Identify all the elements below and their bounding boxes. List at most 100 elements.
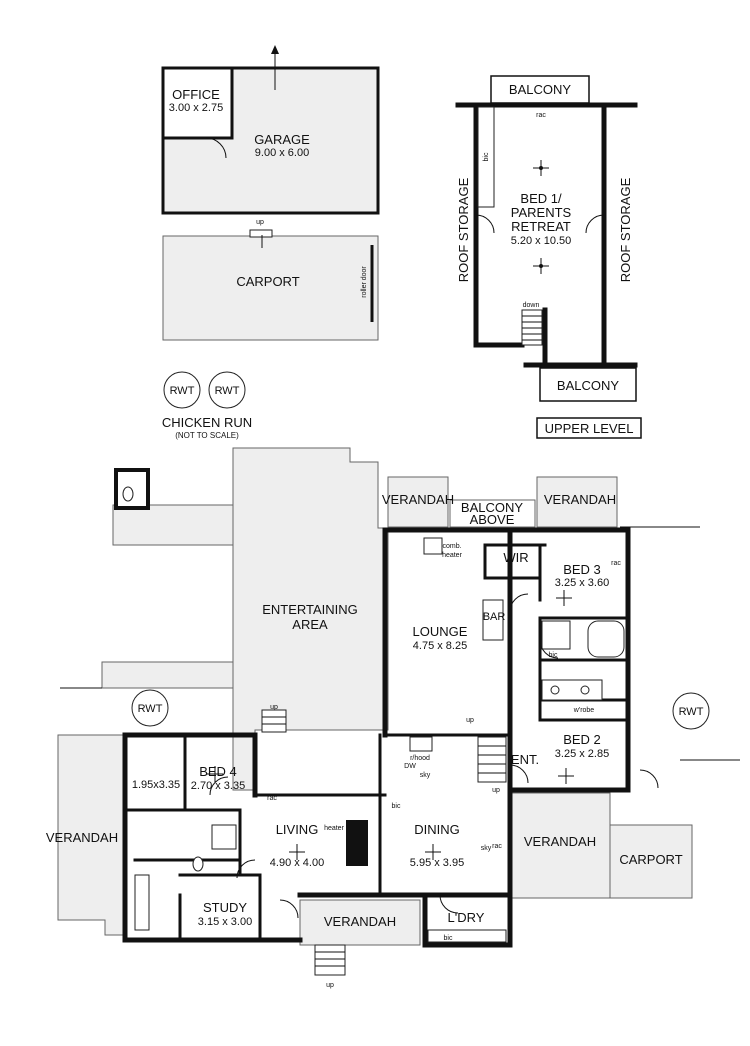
dining-dim: 5.95 x 3.95 bbox=[410, 857, 464, 869]
dw-label: DW bbox=[404, 763, 416, 770]
comb-heater-label-2: heater bbox=[442, 552, 463, 559]
upper-door-swing bbox=[475, 214, 495, 234]
front-steps bbox=[314, 944, 346, 976]
balcony-top bbox=[490, 75, 590, 104]
roof-storage-right: ROOF STORAGE bbox=[618, 177, 633, 282]
bath-icon bbox=[587, 620, 625, 658]
sink-icon bbox=[550, 685, 560, 695]
chicken-path bbox=[112, 504, 234, 546]
heater-block bbox=[346, 820, 368, 866]
rhood-label: r/hood bbox=[410, 755, 430, 762]
ground-paved bbox=[57, 447, 740, 976]
study-label: STUDY bbox=[203, 900, 247, 915]
toilet-icon bbox=[122, 486, 134, 502]
not-to-scale-label: (NOT TO SCALE) bbox=[175, 431, 239, 440]
verandah-top-left-label: VERANDAH bbox=[382, 492, 454, 507]
ceiling-fan-icon bbox=[289, 844, 305, 860]
comb-heater-label-1: comb. bbox=[442, 543, 461, 550]
ceiling-fan-icon bbox=[207, 766, 223, 782]
interior-stairs bbox=[477, 736, 507, 783]
door-swing bbox=[236, 859, 256, 879]
ldry-bic-label: bic bbox=[444, 935, 453, 942]
upper-stairs bbox=[521, 309, 543, 346]
office-room bbox=[161, 66, 234, 140]
bed1-label-line3: RETREAT bbox=[511, 219, 571, 234]
balcony-above bbox=[449, 499, 536, 528]
wrobe-label: w'robe bbox=[573, 707, 595, 714]
bed3-label: BED 3 bbox=[563, 562, 601, 577]
ceiling-fan-icon bbox=[533, 258, 549, 274]
room-dim: 1.95x3.35 bbox=[132, 779, 180, 791]
rwt-tank-2 bbox=[208, 371, 246, 409]
verandah-right-label: VERANDAH bbox=[524, 834, 596, 849]
office-label: OFFICE bbox=[172, 87, 220, 102]
door-swing bbox=[209, 776, 229, 796]
upper-down-label: down bbox=[523, 302, 540, 309]
kitchenette-icon bbox=[134, 874, 150, 931]
kitchen-bic-label: bic bbox=[392, 803, 401, 810]
dining-rac-label: rac bbox=[492, 843, 502, 850]
ldry-bench-icon bbox=[427, 929, 507, 943]
entertaining-label-2: AREA bbox=[292, 617, 328, 632]
bed1-label-line2: PARENTS bbox=[511, 205, 572, 220]
verandah-top-left bbox=[387, 476, 449, 528]
comb-heater-icon bbox=[423, 537, 443, 555]
front-steps-up-label: up bbox=[326, 982, 334, 989]
bed4-label: BED 4 bbox=[199, 764, 237, 779]
upper-bic-label: bic bbox=[483, 152, 490, 161]
verandah-left-label: VERANDAH bbox=[46, 830, 118, 845]
carport-right-slab bbox=[609, 824, 693, 899]
verandah-top-right bbox=[536, 476, 618, 528]
ceiling-fan-icon bbox=[556, 590, 572, 606]
verandah-right bbox=[509, 792, 611, 899]
balcony-bottom bbox=[539, 367, 637, 402]
living-dim: 4.90 x 4.00 bbox=[270, 857, 324, 869]
ensuite-shower-icon bbox=[211, 824, 237, 850]
verandah-bottom bbox=[299, 899, 421, 946]
upper-rac-label: rac bbox=[536, 112, 546, 119]
back-steps bbox=[261, 709, 287, 733]
bed4-dim: 2.70 x 3.35 bbox=[191, 780, 245, 792]
garage-arrow-head bbox=[271, 45, 279, 54]
door-swing bbox=[509, 764, 529, 784]
balcony-bottom-label: BALCONY bbox=[557, 378, 619, 393]
rwt-tank-1 bbox=[163, 371, 201, 409]
garage-label: GARAGE bbox=[254, 132, 310, 147]
ceiling-fan-icon bbox=[533, 160, 549, 176]
bar-label: BAR bbox=[483, 611, 506, 623]
ensuite-bic-label: bic bbox=[549, 652, 558, 659]
ground-labels: VERANDAH BALCONY ABOVE VERANDAH ENTERTAI… bbox=[46, 492, 683, 989]
bar-counter bbox=[482, 599, 504, 641]
back-steps-up-label: up bbox=[270, 704, 278, 711]
door-swing bbox=[279, 899, 299, 919]
carport-right-label: CARPORT bbox=[619, 852, 682, 867]
sink-icon bbox=[580, 685, 590, 695]
toilet-icon bbox=[192, 856, 204, 872]
office-door-swing bbox=[205, 137, 227, 159]
stairs-up-label: up bbox=[466, 717, 474, 724]
carport-top-label: CARPORT bbox=[236, 274, 299, 289]
balcony-top-label: BALCONY bbox=[509, 82, 571, 97]
lounge-label: LOUNGE bbox=[413, 624, 468, 639]
living-label: LIVING bbox=[276, 822, 319, 837]
study-dim: 3.15 x 3.00 bbox=[198, 916, 252, 928]
upper-level: BALCONY rac bic BED 1/ PARENTS RETREAT 5… bbox=[455, 75, 642, 439]
upper-door-swing bbox=[585, 214, 605, 234]
door-swing bbox=[539, 639, 559, 659]
rwt-tank-4 bbox=[672, 692, 710, 730]
lounge-dim: 4.75 x 8.25 bbox=[413, 640, 467, 652]
garage-step bbox=[249, 229, 273, 238]
living-rac-label: rac bbox=[267, 795, 277, 802]
door-swing bbox=[509, 593, 529, 613]
door-swing bbox=[639, 769, 659, 789]
ground-walls bbox=[114, 468, 659, 948]
entertaining-label-1: ENTERTAINING bbox=[262, 602, 358, 617]
dining-label: DINING bbox=[414, 822, 460, 837]
rwt-label-1: RWT bbox=[170, 385, 195, 397]
bed1-dim: 5.20 x 10.50 bbox=[511, 235, 572, 247]
entry-label: ENT. bbox=[511, 752, 539, 767]
bed3-dim: 3.25 x 3.60 bbox=[555, 577, 609, 589]
door-swing bbox=[439, 894, 459, 914]
cooktop-icon bbox=[409, 736, 433, 752]
bed1-label-line1: BED 1/ bbox=[520, 191, 562, 206]
